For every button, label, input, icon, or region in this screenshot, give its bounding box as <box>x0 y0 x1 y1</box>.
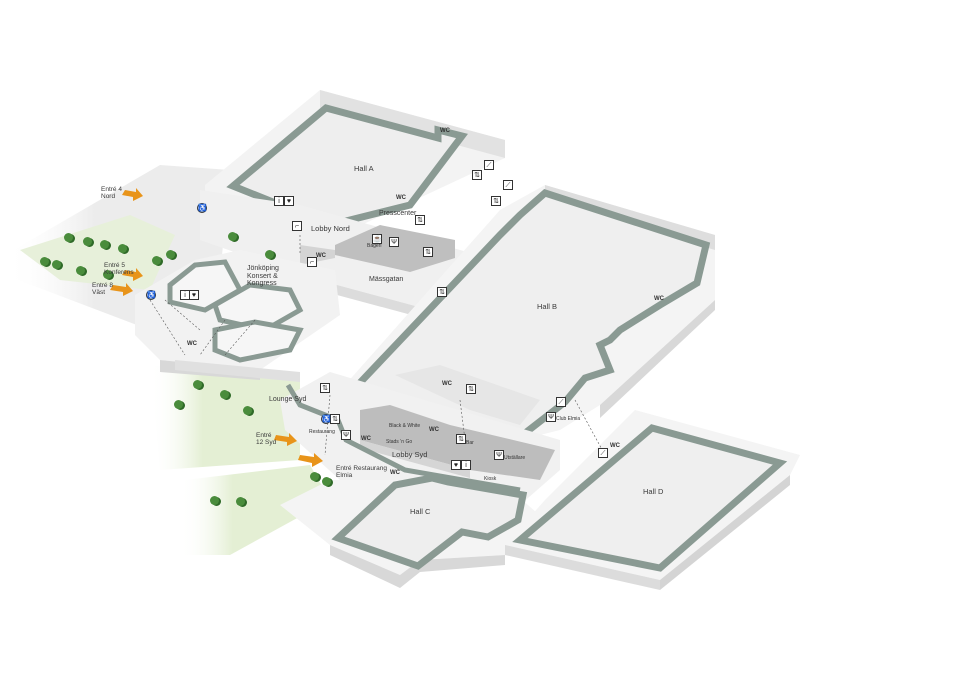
stairs-icon[interactable]: ⌐ <box>307 257 317 267</box>
hall-c-label[interactable]: Hall C <box>410 507 431 516</box>
stodik-label[interactable]: Stads ’n Go <box>386 439 413 445</box>
tree-icon <box>152 256 161 265</box>
lobby-nord-label[interactable]: Lobby Nord <box>311 224 350 233</box>
elevator-icon[interactable]: ⇅ <box>456 434 466 444</box>
kiosk-label[interactable]: Kiosk <box>484 476 497 482</box>
entrance-arrow-icon <box>298 453 323 467</box>
entrance-arrow-icon <box>122 268 143 281</box>
tree-icon <box>52 260 61 269</box>
massgatan-label[interactable]: Mässgatan <box>369 276 404 283</box>
konsert-block <box>135 250 340 382</box>
tree-icon <box>166 250 175 259</box>
tree-icon <box>193 380 202 389</box>
defibrillator-icon[interactable]: ♥ <box>451 460 461 470</box>
tree-icon <box>64 233 73 242</box>
entrance-restaurang-label[interactable]: Entré Restaurang Elmia <box>336 465 387 480</box>
wc-label: WC <box>316 253 326 259</box>
tree-icon <box>210 496 219 505</box>
black-white-label[interactable]: Black & White <box>389 423 421 429</box>
lobby-nord-shaded-area <box>335 225 455 272</box>
tree-icon <box>76 266 85 275</box>
utstallare-label[interactable]: Utställare <box>504 455 526 461</box>
bar-label[interactable]: Bar <box>466 440 474 446</box>
lobby-syd-label[interactable]: Lobby Syd <box>392 450 428 459</box>
escalator-icon[interactable]: ⟋ <box>598 448 608 458</box>
hall-c-block <box>280 474 545 588</box>
hall-d-block <box>505 410 800 590</box>
wc-label: WC <box>187 341 197 347</box>
wheelchair-icon[interactable]: ♿ <box>197 203 207 213</box>
hall-a-label[interactable]: Hall A <box>354 164 374 173</box>
wc-label: WC <box>429 427 439 433</box>
lounge-syd-label[interactable]: Lounge Syd <box>269 396 307 403</box>
escalator-icon[interactable]: ⟋ <box>484 160 494 170</box>
konsert-label[interactable]: Jönköping Konsert & Kongress <box>247 265 279 288</box>
restaurang-label[interactable]: Restaurang <box>309 429 335 435</box>
grass-southwest <box>150 365 300 470</box>
tree-icon <box>310 472 319 481</box>
wheelchair-icon[interactable]: ♿ <box>321 414 331 424</box>
defibrillator-icon[interactable]: ♥ <box>189 290 199 300</box>
wc-label: WC <box>442 381 452 387</box>
wheelchair-icon[interactable]: ♿ <box>146 290 156 300</box>
entrance-arrow-icon <box>110 283 133 296</box>
wc-label: WC <box>654 296 664 302</box>
stairs-icon[interactable]: ⌐ <box>292 221 302 231</box>
dashed-connectors <box>149 235 606 456</box>
wc-label: WC <box>361 436 371 442</box>
entrance-12-label[interactable]: Entré 12 Syd <box>256 432 277 447</box>
club-elmia-label[interactable]: Club Elmia <box>556 416 581 422</box>
tree-icon <box>322 477 331 486</box>
tree-icon <box>236 497 245 506</box>
tree-icon <box>265 250 274 259</box>
tree-icon <box>100 240 109 249</box>
presscenter-label[interactable]: Presscenter <box>379 210 417 217</box>
elevator-icon[interactable]: ⇅ <box>330 414 340 424</box>
cafe-icon[interactable]: ☕ <box>372 234 382 244</box>
elevator-icon[interactable]: ⇅ <box>423 247 433 257</box>
restaurant-icon[interactable]: Ψ <box>494 450 504 460</box>
elevator-icon[interactable]: ⇅ <box>415 215 425 225</box>
hall-d-floor <box>512 424 788 572</box>
wc-label: WC <box>390 470 400 476</box>
hall-b-label[interactable]: Hall B <box>537 302 558 311</box>
bageri-label[interactable]: Bageri <box>367 243 382 249</box>
hall-c-floor <box>331 474 528 570</box>
tree-icon <box>228 232 237 241</box>
tree-icon <box>243 406 252 415</box>
restaurant-icon[interactable]: Ψ <box>389 237 399 247</box>
wc-label: WC <box>440 128 450 134</box>
entrance-arrow-icon <box>122 188 143 201</box>
tree-icon <box>103 270 112 279</box>
tree-icon <box>220 390 229 399</box>
tree-icon <box>118 244 127 253</box>
hall-b-block <box>345 185 715 441</box>
entrance-8-label[interactable]: Entré 8 Väst <box>92 282 113 297</box>
hall-d-label[interactable]: Hall D <box>643 487 664 496</box>
defibrillator-icon[interactable]: ♥ <box>284 196 294 206</box>
restaurant-icon[interactable]: Ψ <box>546 412 556 422</box>
elevator-icon[interactable]: ⇅ <box>437 287 447 297</box>
elevator-icon[interactable]: ⇅ <box>466 384 476 394</box>
info-icon[interactable]: i <box>274 196 284 206</box>
entrance-4-label[interactable]: Entré 4 Nord <box>101 186 122 201</box>
wc-label: WC <box>610 443 620 449</box>
entrance-5-label[interactable]: Entré 5 Konferens <box>104 262 134 277</box>
elevator-icon[interactable]: ⇅ <box>472 170 482 180</box>
tree-icon <box>174 400 183 409</box>
tree-icon <box>40 257 49 266</box>
info-icon[interactable]: i <box>461 460 471 470</box>
entrance-arrows <box>110 188 323 467</box>
elevator-icon[interactable]: ⇅ <box>491 196 501 206</box>
escalator-icon[interactable]: ⟋ <box>503 180 513 190</box>
grass-south <box>180 465 330 555</box>
escalator-icon[interactable]: ⟋ <box>556 397 566 407</box>
entrance-arrow-icon <box>274 433 297 446</box>
elevator-icon[interactable]: ⇅ <box>320 383 330 393</box>
wc-label: WC <box>396 195 406 201</box>
restaurant-icon[interactable]: Ψ <box>341 430 351 440</box>
tree-icon <box>83 237 92 246</box>
